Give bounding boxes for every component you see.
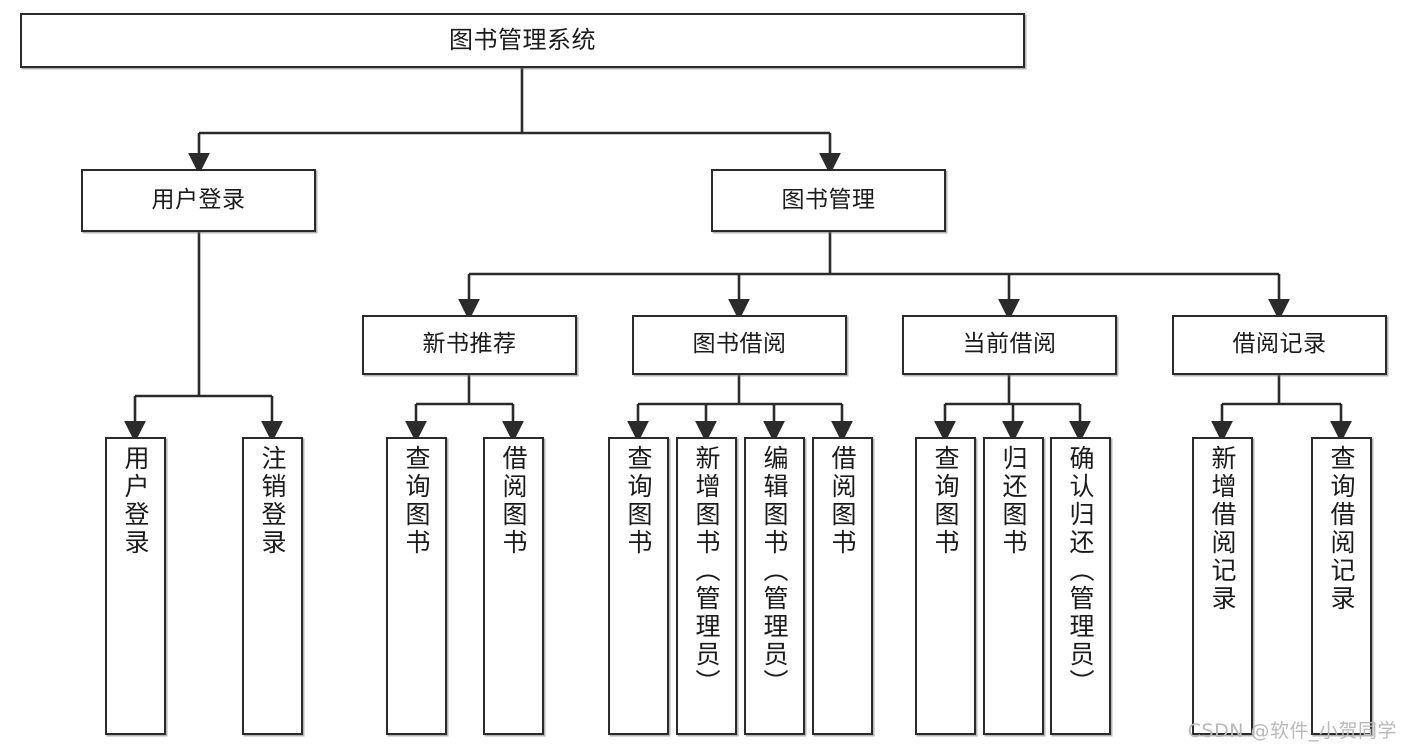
node-leaf-query-record-label: 查询借阅记录 xyxy=(1327,445,1356,613)
node-leaf-edit-book[interactable]: 编辑图书（管理员） xyxy=(744,437,805,735)
node-leaf-add-book-label: 新增图书（管理员） xyxy=(692,445,721,697)
node-leaf-query-book-1[interactable]: 查询图书 xyxy=(386,437,447,735)
node-root-label: 图书管理系统 xyxy=(449,26,596,55)
node-current-borrow[interactable]: 当前借阅 xyxy=(902,315,1117,375)
node-new-book-rec-label: 新书推荐 xyxy=(422,331,517,358)
node-leaf-return-book[interactable]: 归还图书 xyxy=(983,437,1044,735)
node-leaf-confirm-return[interactable]: 确认归还（管理员） xyxy=(1050,437,1111,735)
node-user-login[interactable]: 用户登录 xyxy=(81,169,316,232)
node-leaf-return-book-label: 归还图书 xyxy=(999,445,1028,557)
node-leaf-add-record-label: 新增借阅记录 xyxy=(1208,445,1237,613)
node-leaf-add-record[interactable]: 新增借阅记录 xyxy=(1192,437,1253,735)
node-book-manage[interactable]: 图书管理 xyxy=(711,169,946,232)
node-leaf-add-book[interactable]: 新增图书（管理员） xyxy=(676,437,737,735)
node-borrow-record[interactable]: 借阅记录 xyxy=(1172,315,1387,375)
node-leaf-borrow-book-2[interactable]: 借阅图书 xyxy=(812,437,873,735)
node-leaf-logout-login[interactable]: 注销登录 xyxy=(242,437,303,735)
node-user-login-label: 用户登录 xyxy=(151,186,246,213)
node-leaf-edit-book-label: 编辑图书（管理员） xyxy=(760,445,789,697)
node-leaf-query-record[interactable]: 查询借阅记录 xyxy=(1311,437,1372,735)
node-root[interactable]: 图书管理系统 xyxy=(20,13,1025,68)
node-leaf-query-book-1-label: 查询图书 xyxy=(402,445,431,557)
node-leaf-query-book-2[interactable]: 查询图书 xyxy=(608,437,669,735)
node-leaf-query-book-3-label: 查询图书 xyxy=(931,445,960,557)
node-leaf-logout-login-label: 注销登录 xyxy=(258,445,287,557)
node-borrow-record-label: 借阅记录 xyxy=(1232,331,1327,358)
csdn-watermark: CSDN @软件_小贺同学 xyxy=(1187,720,1397,742)
node-book-manage-label: 图书管理 xyxy=(781,186,876,213)
node-book-borrow-label: 图书借阅 xyxy=(692,331,787,358)
node-leaf-query-book-3[interactable]: 查询图书 xyxy=(915,437,976,735)
node-leaf-borrow-book-1[interactable]: 借阅图书 xyxy=(483,437,544,735)
node-leaf-user-login-label: 用户登录 xyxy=(121,445,150,557)
node-current-borrow-label: 当前借阅 xyxy=(962,331,1057,358)
node-leaf-query-book-2-label: 查询图书 xyxy=(624,445,653,557)
node-leaf-borrow-book-1-label: 借阅图书 xyxy=(499,445,528,557)
node-book-borrow[interactable]: 图书借阅 xyxy=(632,315,847,375)
node-leaf-user-login[interactable]: 用户登录 xyxy=(105,437,166,735)
node-leaf-borrow-book-2-label: 借阅图书 xyxy=(828,445,857,557)
node-new-book-rec[interactable]: 新书推荐 xyxy=(362,315,577,375)
node-leaf-confirm-return-label: 确认归还（管理员） xyxy=(1066,445,1095,697)
